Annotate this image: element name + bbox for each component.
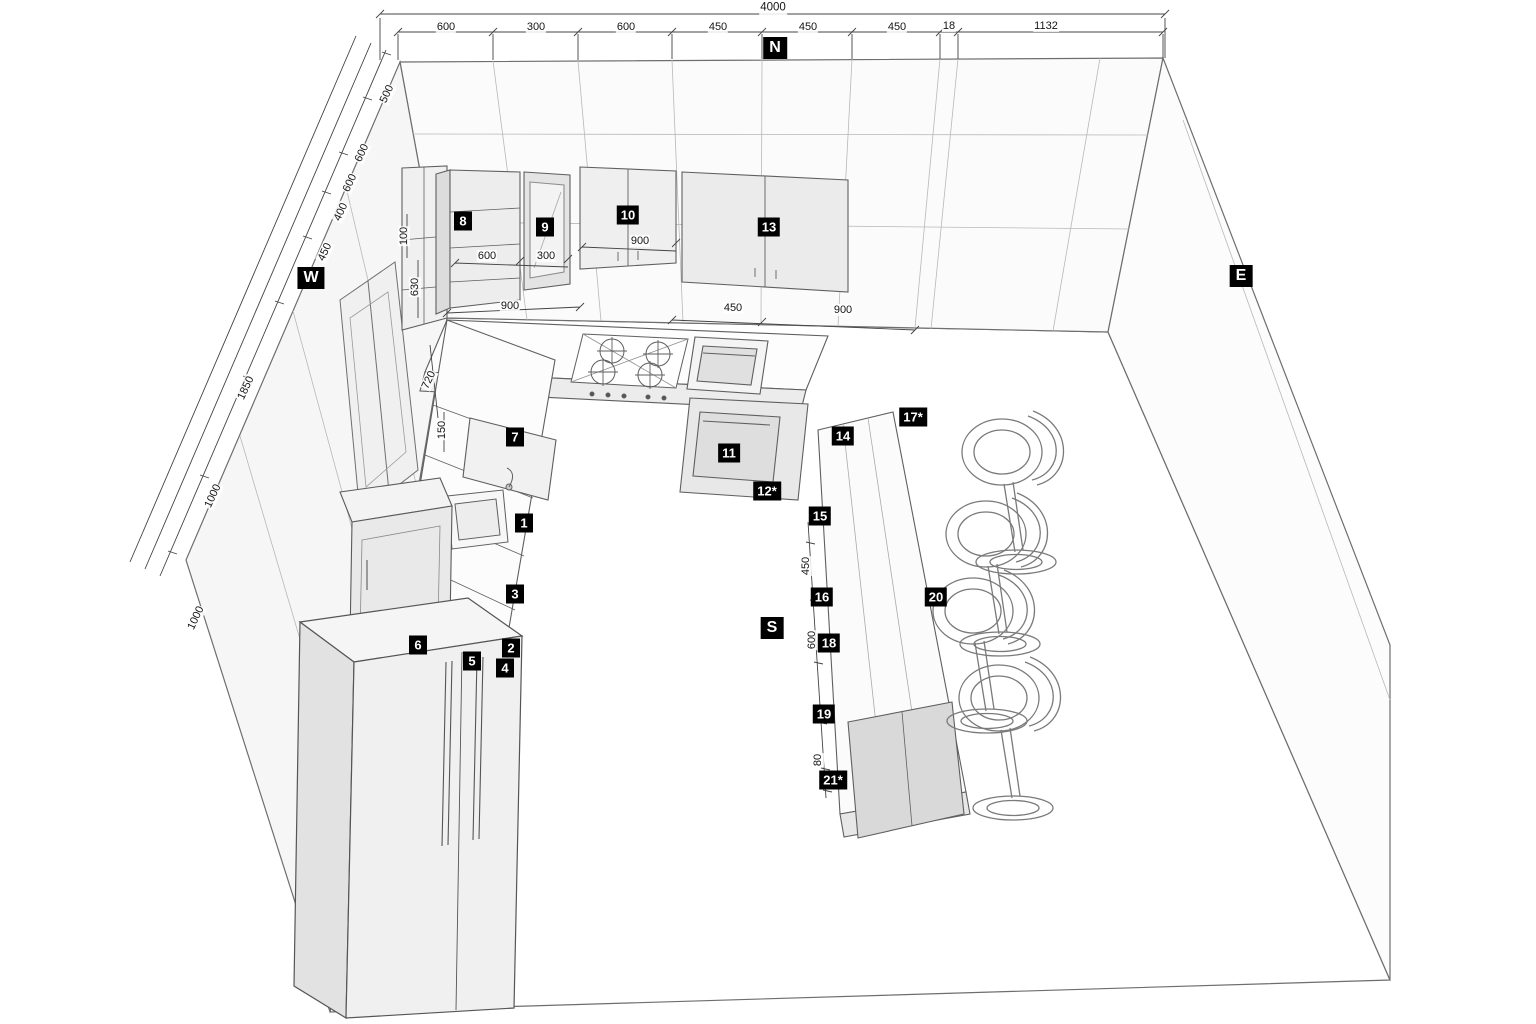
hob — [570, 333, 689, 401]
fridge — [293, 597, 524, 1020]
island — [817, 411, 971, 839]
sink — [446, 467, 513, 550]
west-window — [339, 261, 419, 516]
oven — [679, 336, 809, 501]
